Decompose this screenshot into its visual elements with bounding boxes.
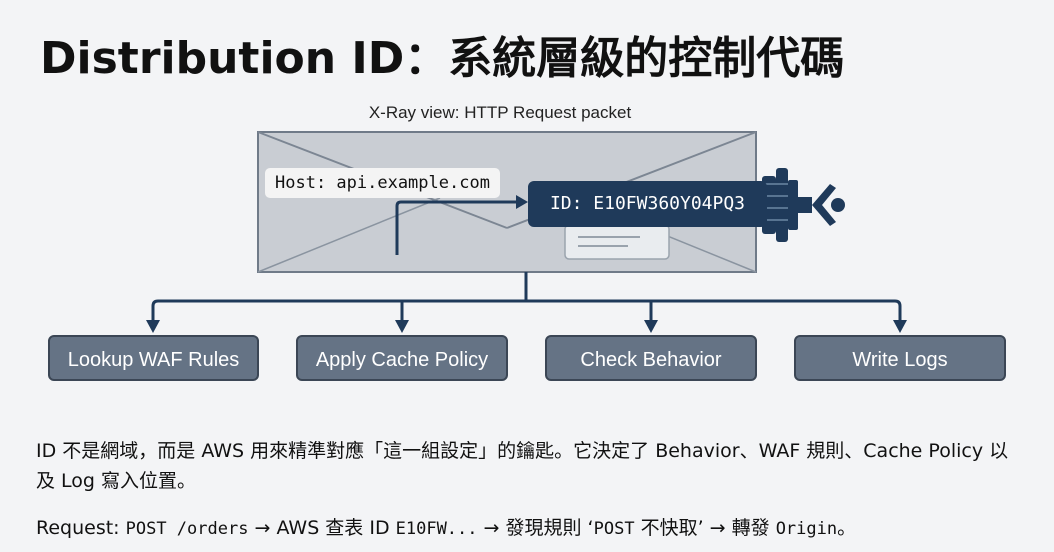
request-rule-text: 不快取’ → 轉發 <box>634 517 776 539</box>
request-rule-code: POST <box>593 519 635 539</box>
request-method-path: POST /orders <box>125 519 249 539</box>
page-title: Distribution ID：系統層級的控制代碼 <box>40 33 845 84</box>
arrow-icon <box>395 195 528 255</box>
xray-label: X-Ray view: HTTP Request packet <box>368 103 632 122</box>
write-logs-box: Write Logs <box>794 335 1006 381</box>
distribution-id-box: ID: E10FW360Y04PQ3 <box>528 181 767 227</box>
request-prefix: Request: <box>36 517 126 539</box>
lookup-waf-rules-box: Lookup WAF Rules <box>48 335 259 381</box>
check-behavior-box: Check Behavior <box>545 335 757 381</box>
request-end: 。 <box>837 517 857 539</box>
key-icon <box>762 168 845 242</box>
apply-cache-policy-box: Apply Cache Policy <box>296 335 508 381</box>
description-text: ID 不是網域，而是 AWS 用來精準對應「這一組設定」的鑰匙。它決定了 Beh… <box>36 440 1009 492</box>
request-arrow-1: → AWS 查表 ID <box>248 517 396 539</box>
branch-connectors <box>146 272 907 333</box>
request-id-short: E10FW... <box>395 519 478 539</box>
host-label: Host: api.example.com <box>265 168 500 198</box>
request-line: Request: POST /orders → AWS 查表 ID E10FW.… <box>36 513 1036 540</box>
request-origin: Origin <box>775 519 838 539</box>
request-arrow-2: → 發現規則 ‘ <box>477 517 594 539</box>
